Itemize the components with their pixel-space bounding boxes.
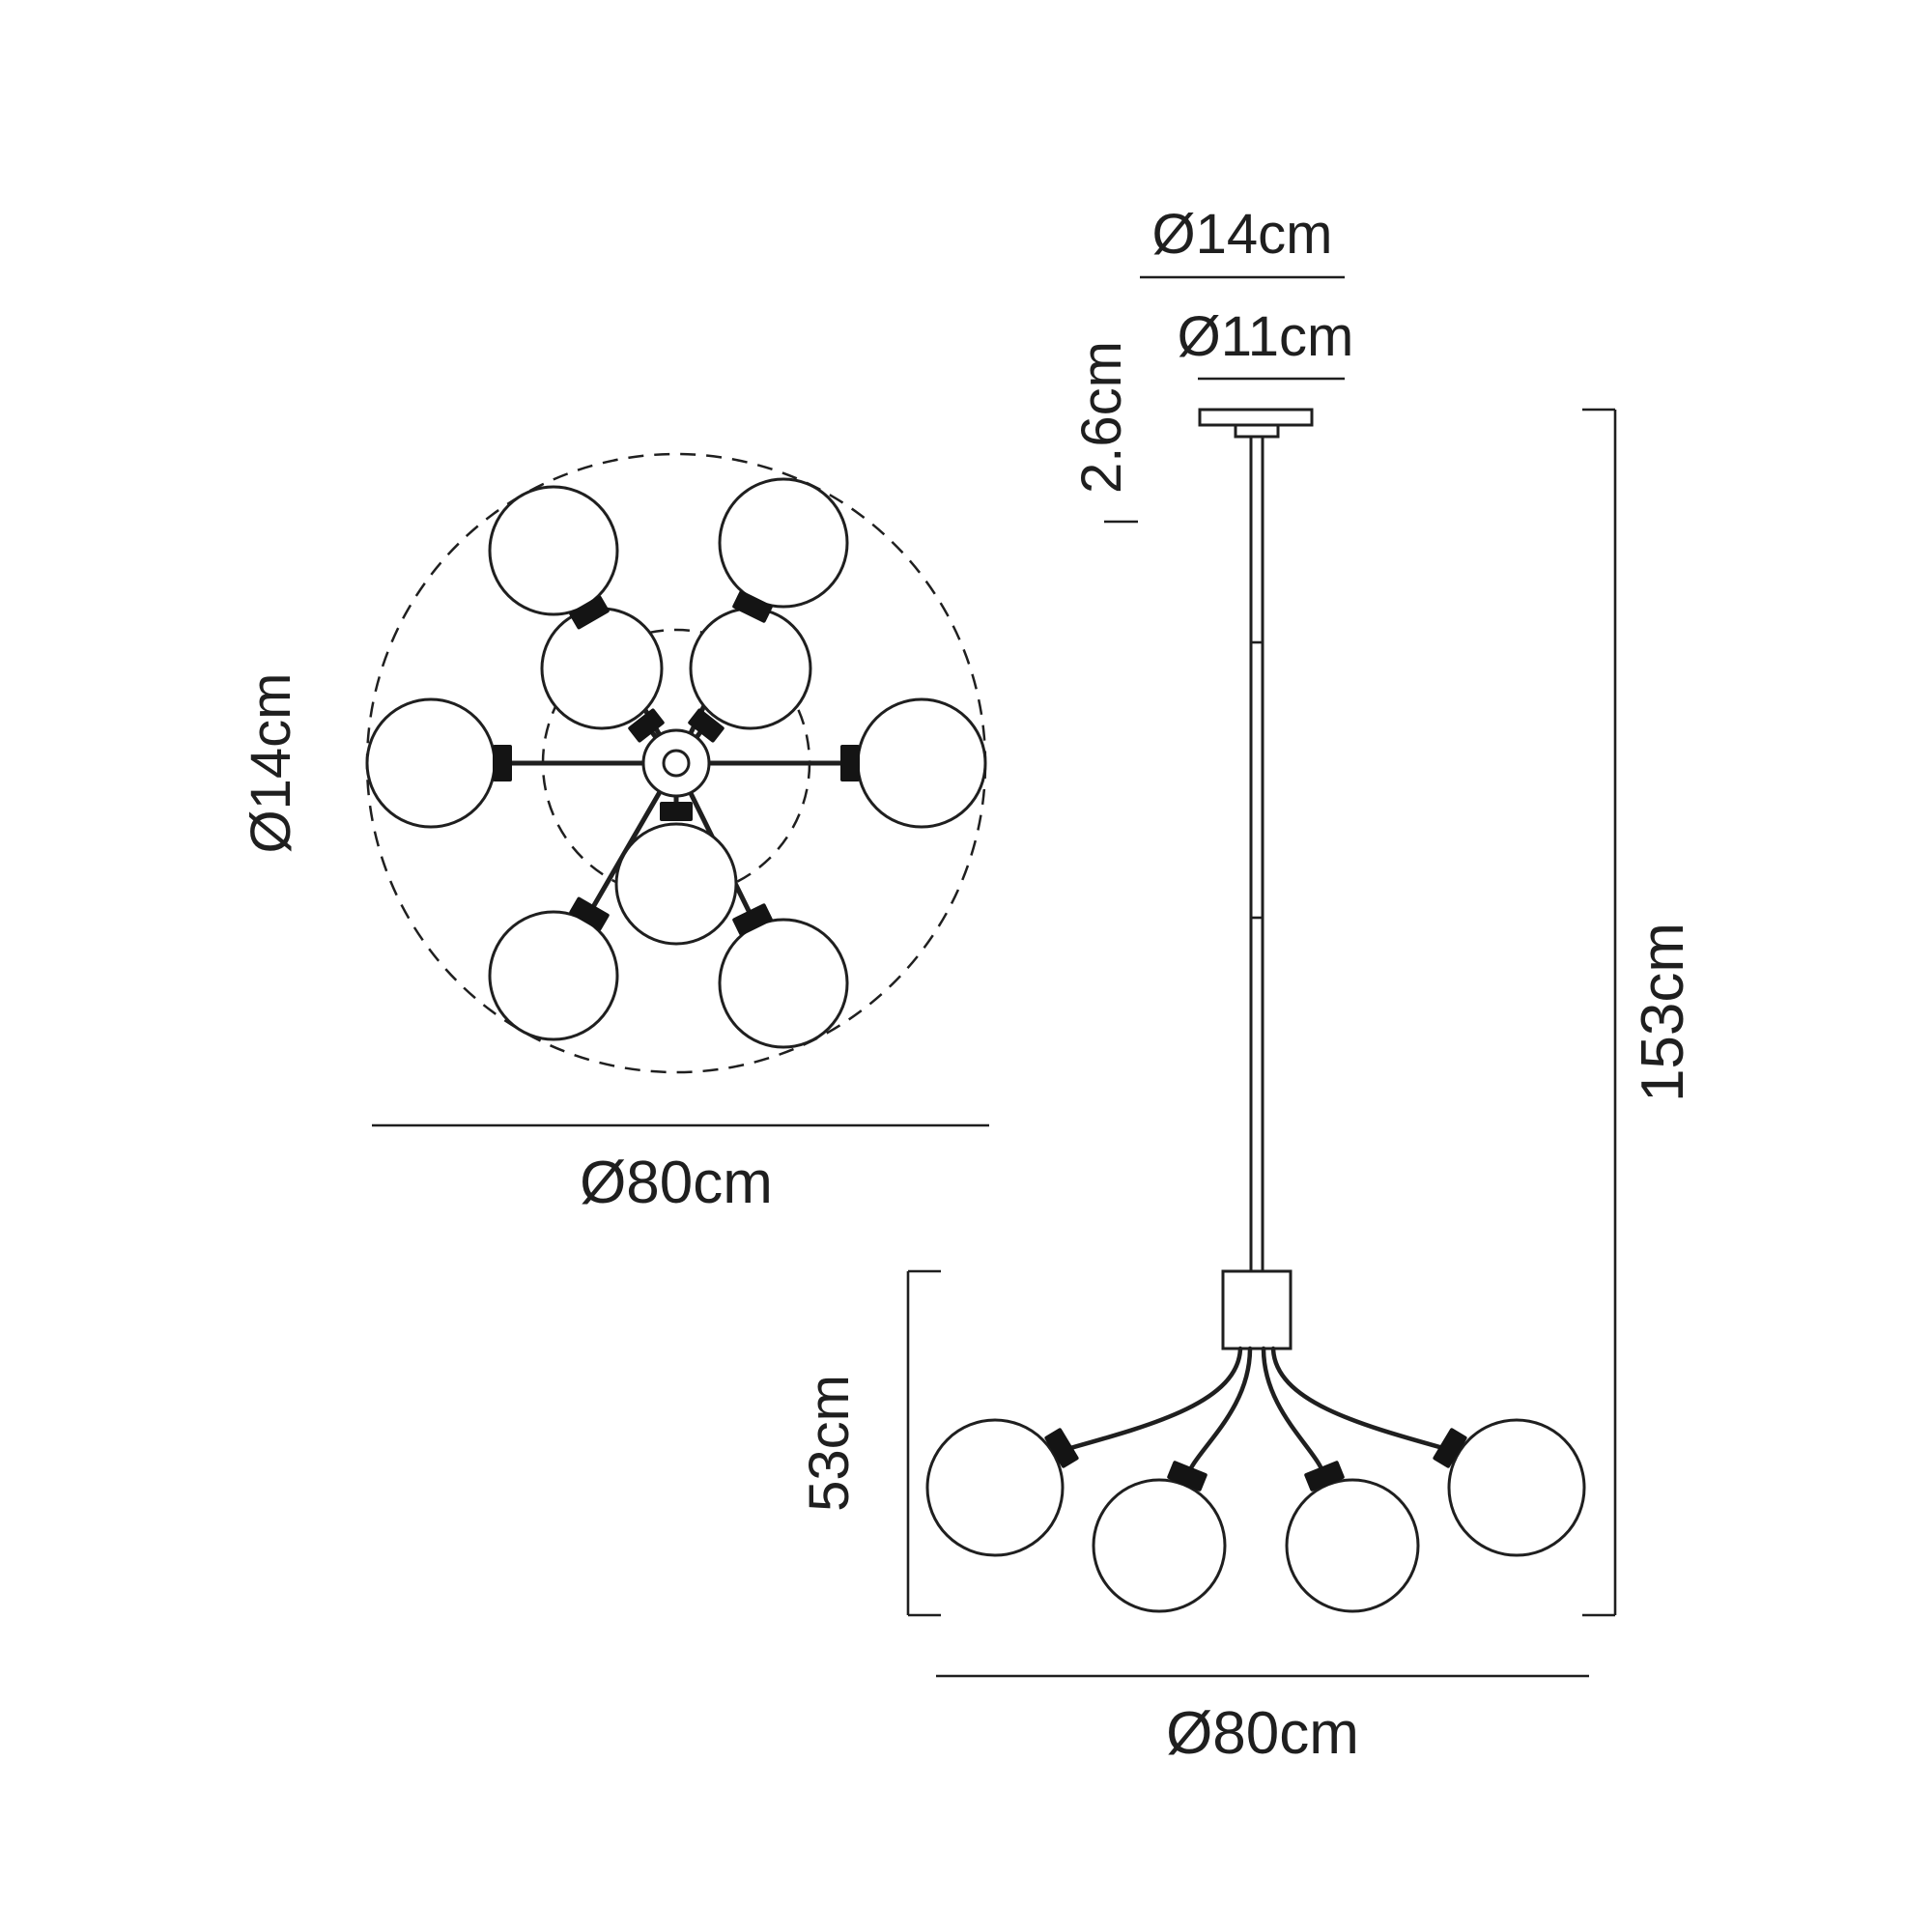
side-view-shades xyxy=(925,1418,1586,1613)
lamp-socket xyxy=(1044,1428,1079,1468)
canopy-collar xyxy=(1234,423,1280,439)
lamp-socket xyxy=(1433,1428,1467,1468)
lamp-socket xyxy=(628,708,665,743)
dim-overall-height: 153cm xyxy=(1582,408,1696,1617)
top-view: Ø14cm Ø80cm xyxy=(240,452,989,1216)
glass-shade xyxy=(614,822,738,946)
glass-shade xyxy=(856,697,987,829)
side-view: Ø14cm Ø11cm 2.6cm 153cm 53cm Ø80cm xyxy=(798,203,1696,1767)
glass-shade xyxy=(540,607,664,730)
lamp-socket xyxy=(1167,1461,1208,1492)
lamp-socket xyxy=(493,745,512,781)
lamp-socket xyxy=(660,802,693,821)
dim-label-canopy-height: 2.6cm xyxy=(1070,341,1133,494)
glass-shade xyxy=(718,918,849,1049)
top-view-outer-shades xyxy=(365,477,987,1049)
dim-label-canopy-diameter: Ø14cm xyxy=(1152,203,1333,266)
glass-shade xyxy=(689,607,812,730)
suspension-rod xyxy=(1249,435,1264,1273)
top-view-hub xyxy=(641,728,711,798)
ceiling-canopy xyxy=(1198,408,1314,439)
glass-shade xyxy=(925,1418,1065,1557)
top-view-sockets xyxy=(493,590,860,936)
dim-label-topview-diameter: Ø80cm xyxy=(580,1150,773,1216)
dim-label-overall-height: 153cm xyxy=(1630,923,1696,1102)
lamp-socket xyxy=(840,745,860,781)
side-view-arms xyxy=(1061,1346,1453,1480)
lamp-socket xyxy=(1304,1461,1345,1492)
dim-label-sideview-diameter: Ø80cm xyxy=(1166,1700,1359,1767)
lamp-socket xyxy=(569,595,610,630)
lamp-socket xyxy=(732,903,773,936)
glass-shade xyxy=(488,485,619,616)
glass-shade xyxy=(488,910,619,1041)
glass-shade xyxy=(1285,1478,1420,1613)
glass-shade xyxy=(718,477,849,609)
side-view-sockets xyxy=(1044,1428,1467,1492)
dim-label-canopy-inner-diameter: Ø11cm xyxy=(1178,305,1354,368)
dim-fixture-height: 53cm xyxy=(798,1269,941,1617)
lamp-socket xyxy=(688,708,724,743)
glass-shade xyxy=(1447,1418,1586,1557)
dim-label-fixture-height: 53cm xyxy=(798,1375,861,1512)
canopy-flange xyxy=(1198,408,1314,427)
glass-shade xyxy=(365,697,497,829)
central-body xyxy=(1221,1269,1293,1350)
lamp-socket xyxy=(569,896,610,931)
glass-shade xyxy=(1092,1478,1227,1613)
dim-label-shade-diameter: Ø14cm xyxy=(240,673,302,854)
lamp-socket xyxy=(732,590,773,623)
